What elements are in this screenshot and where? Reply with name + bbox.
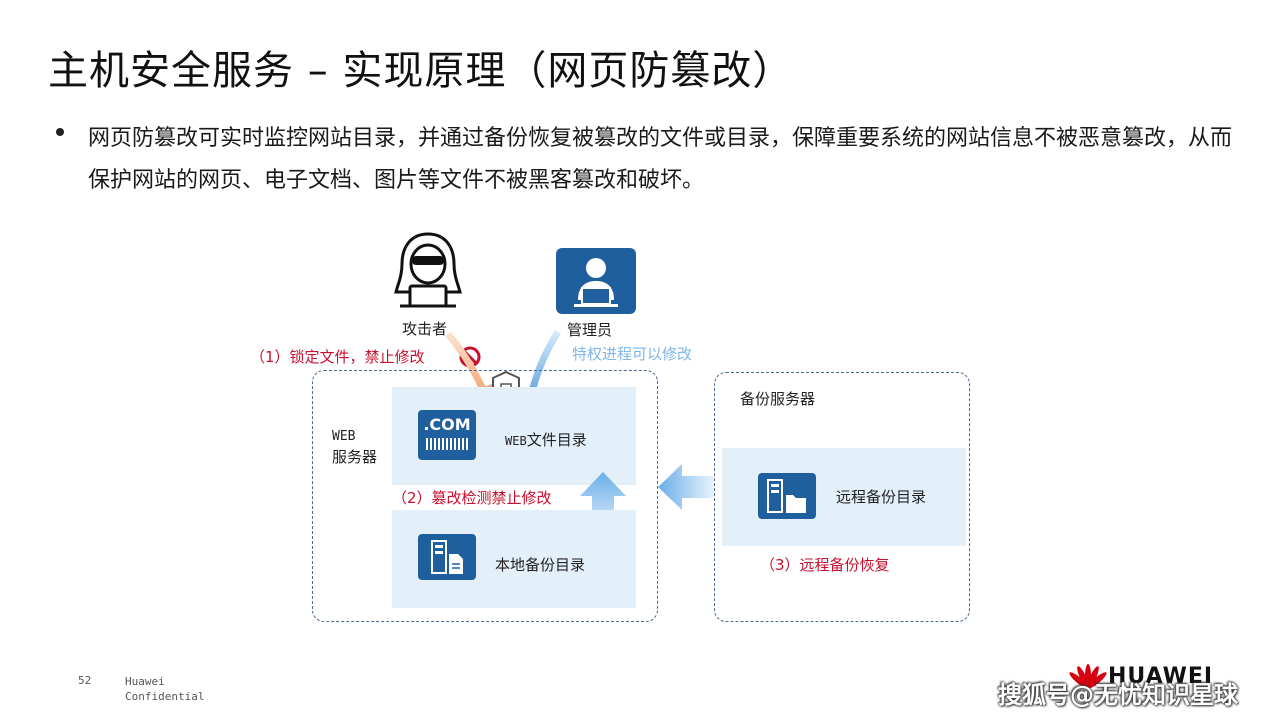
confidential-line-1: Huawei: [125, 675, 165, 688]
attacker-label: 攻击者: [402, 320, 448, 338]
huawei-logo-icon: [1069, 664, 1107, 689]
admin-label: 管理员: [567, 321, 613, 339]
step1-label: （1）锁定文件，禁止修改: [250, 348, 425, 366]
remote-restore-arrow: [658, 464, 714, 510]
web-server-label-web: WEB: [332, 429, 356, 444]
remote-folder-icon: [767, 479, 806, 513]
local-backup-label: 本地备份目录: [495, 556, 586, 574]
step3-label: （3）远程备份恢复: [760, 556, 890, 574]
web-server-label: 服务器: [332, 448, 378, 466]
page-number: 52: [78, 674, 92, 687]
admin-icon: [556, 248, 636, 314]
confidential-line-2: Confidential: [125, 690, 205, 703]
step2-label: （2）篡改检测禁止修改: [392, 489, 552, 507]
web-server-box: [312, 370, 658, 622]
bullet-dot: [56, 128, 64, 136]
remote-backup-label: 远程备份目录: [836, 488, 927, 506]
remote-server-icon: [758, 473, 816, 519]
bullet-text: 网页防篡改可实时监控网站目录，并通过备份恢复被篡改的文件或目录，保障重要系统的网…: [88, 126, 1233, 193]
web-dir-prefix: WEB: [505, 434, 527, 448]
restore-up-arrow: [580, 472, 626, 536]
com-text: .COM: [423, 415, 471, 434]
slide-title: 主机安全服务 – 实现原理（网页防篡改）: [48, 48, 794, 94]
confidential-label: Huawei Confidential: [125, 674, 204, 704]
admin-person-icon: [574, 258, 618, 307]
backup-server-box: [714, 372, 970, 622]
hacker-icon: [394, 232, 462, 308]
web-dir-label: WEB文件目录: [505, 429, 587, 450]
backup-server-label: 备份服务器: [740, 390, 816, 408]
web-dir-suffix: 文件目录: [526, 431, 587, 449]
com-icon: .COM: [418, 410, 476, 460]
privileged-label: 特权进程可以修改: [572, 345, 693, 363]
watermark: 搜狐号@无忧知识星球: [998, 681, 1238, 709]
huawei-brand: HUAWEI: [1108, 664, 1214, 689]
server-file-icon: [418, 534, 476, 580]
barcode-icon: [426, 438, 468, 450]
local-server-icon: [431, 540, 463, 574]
